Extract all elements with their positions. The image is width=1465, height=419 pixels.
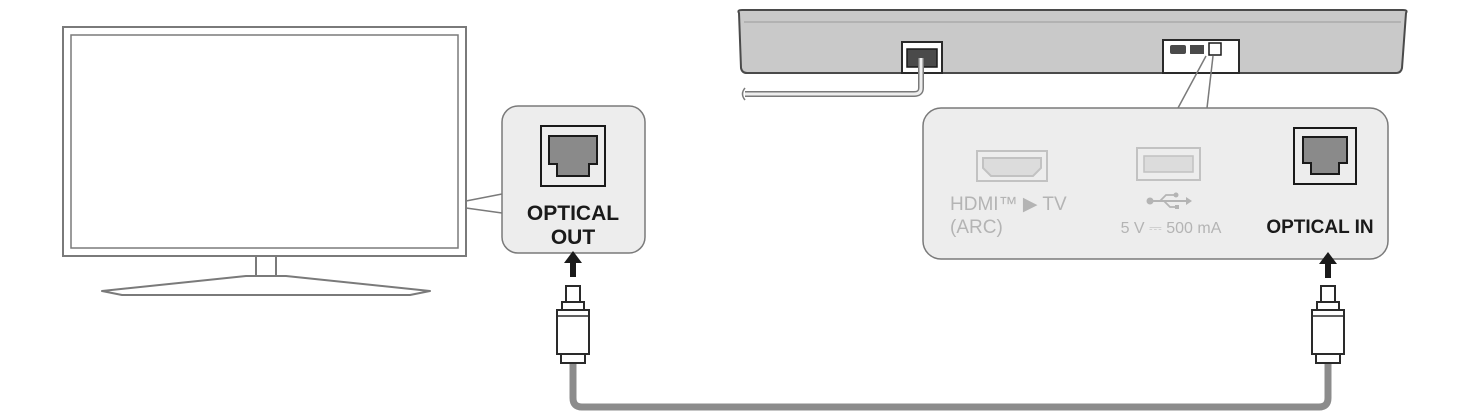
optical-port-icon	[1293, 127, 1357, 185]
usb-label: 5 V ⎓ 500 mA	[1121, 220, 1222, 237]
usb-port-icon	[1136, 147, 1201, 181]
hdmi-label-line1: HDMI™ ▶ TV	[950, 194, 1067, 215]
soundbar-icon	[737, 9, 1408, 109]
tv-port-panel: OPTICAL OUT	[501, 105, 646, 254]
tv-icon	[62, 26, 503, 296]
optical-in-label: OPTICAL IN	[1266, 217, 1373, 238]
usb-symbol-icon	[1146, 192, 1192, 209]
hdmi-port-icon	[976, 150, 1048, 182]
arrow-up-icon	[1319, 252, 1337, 278]
optical-out-label-line1: OPTICAL	[527, 202, 619, 225]
optical-out-label-line2: OUT	[551, 226, 596, 249]
optical-plug-icon	[556, 285, 590, 364]
arrow-up-icon	[564, 251, 582, 277]
optical-plug-icon	[1311, 285, 1345, 364]
optical-cable	[569, 362, 1332, 411]
soundbar-port-panel: HDMI™ ▶ TV (ARC) 5 V ⎓ 500 mA OPTICAL IN	[922, 107, 1389, 260]
hdmi-label-line2: (ARC)	[950, 217, 1003, 238]
optical-port-icon	[540, 125, 606, 187]
